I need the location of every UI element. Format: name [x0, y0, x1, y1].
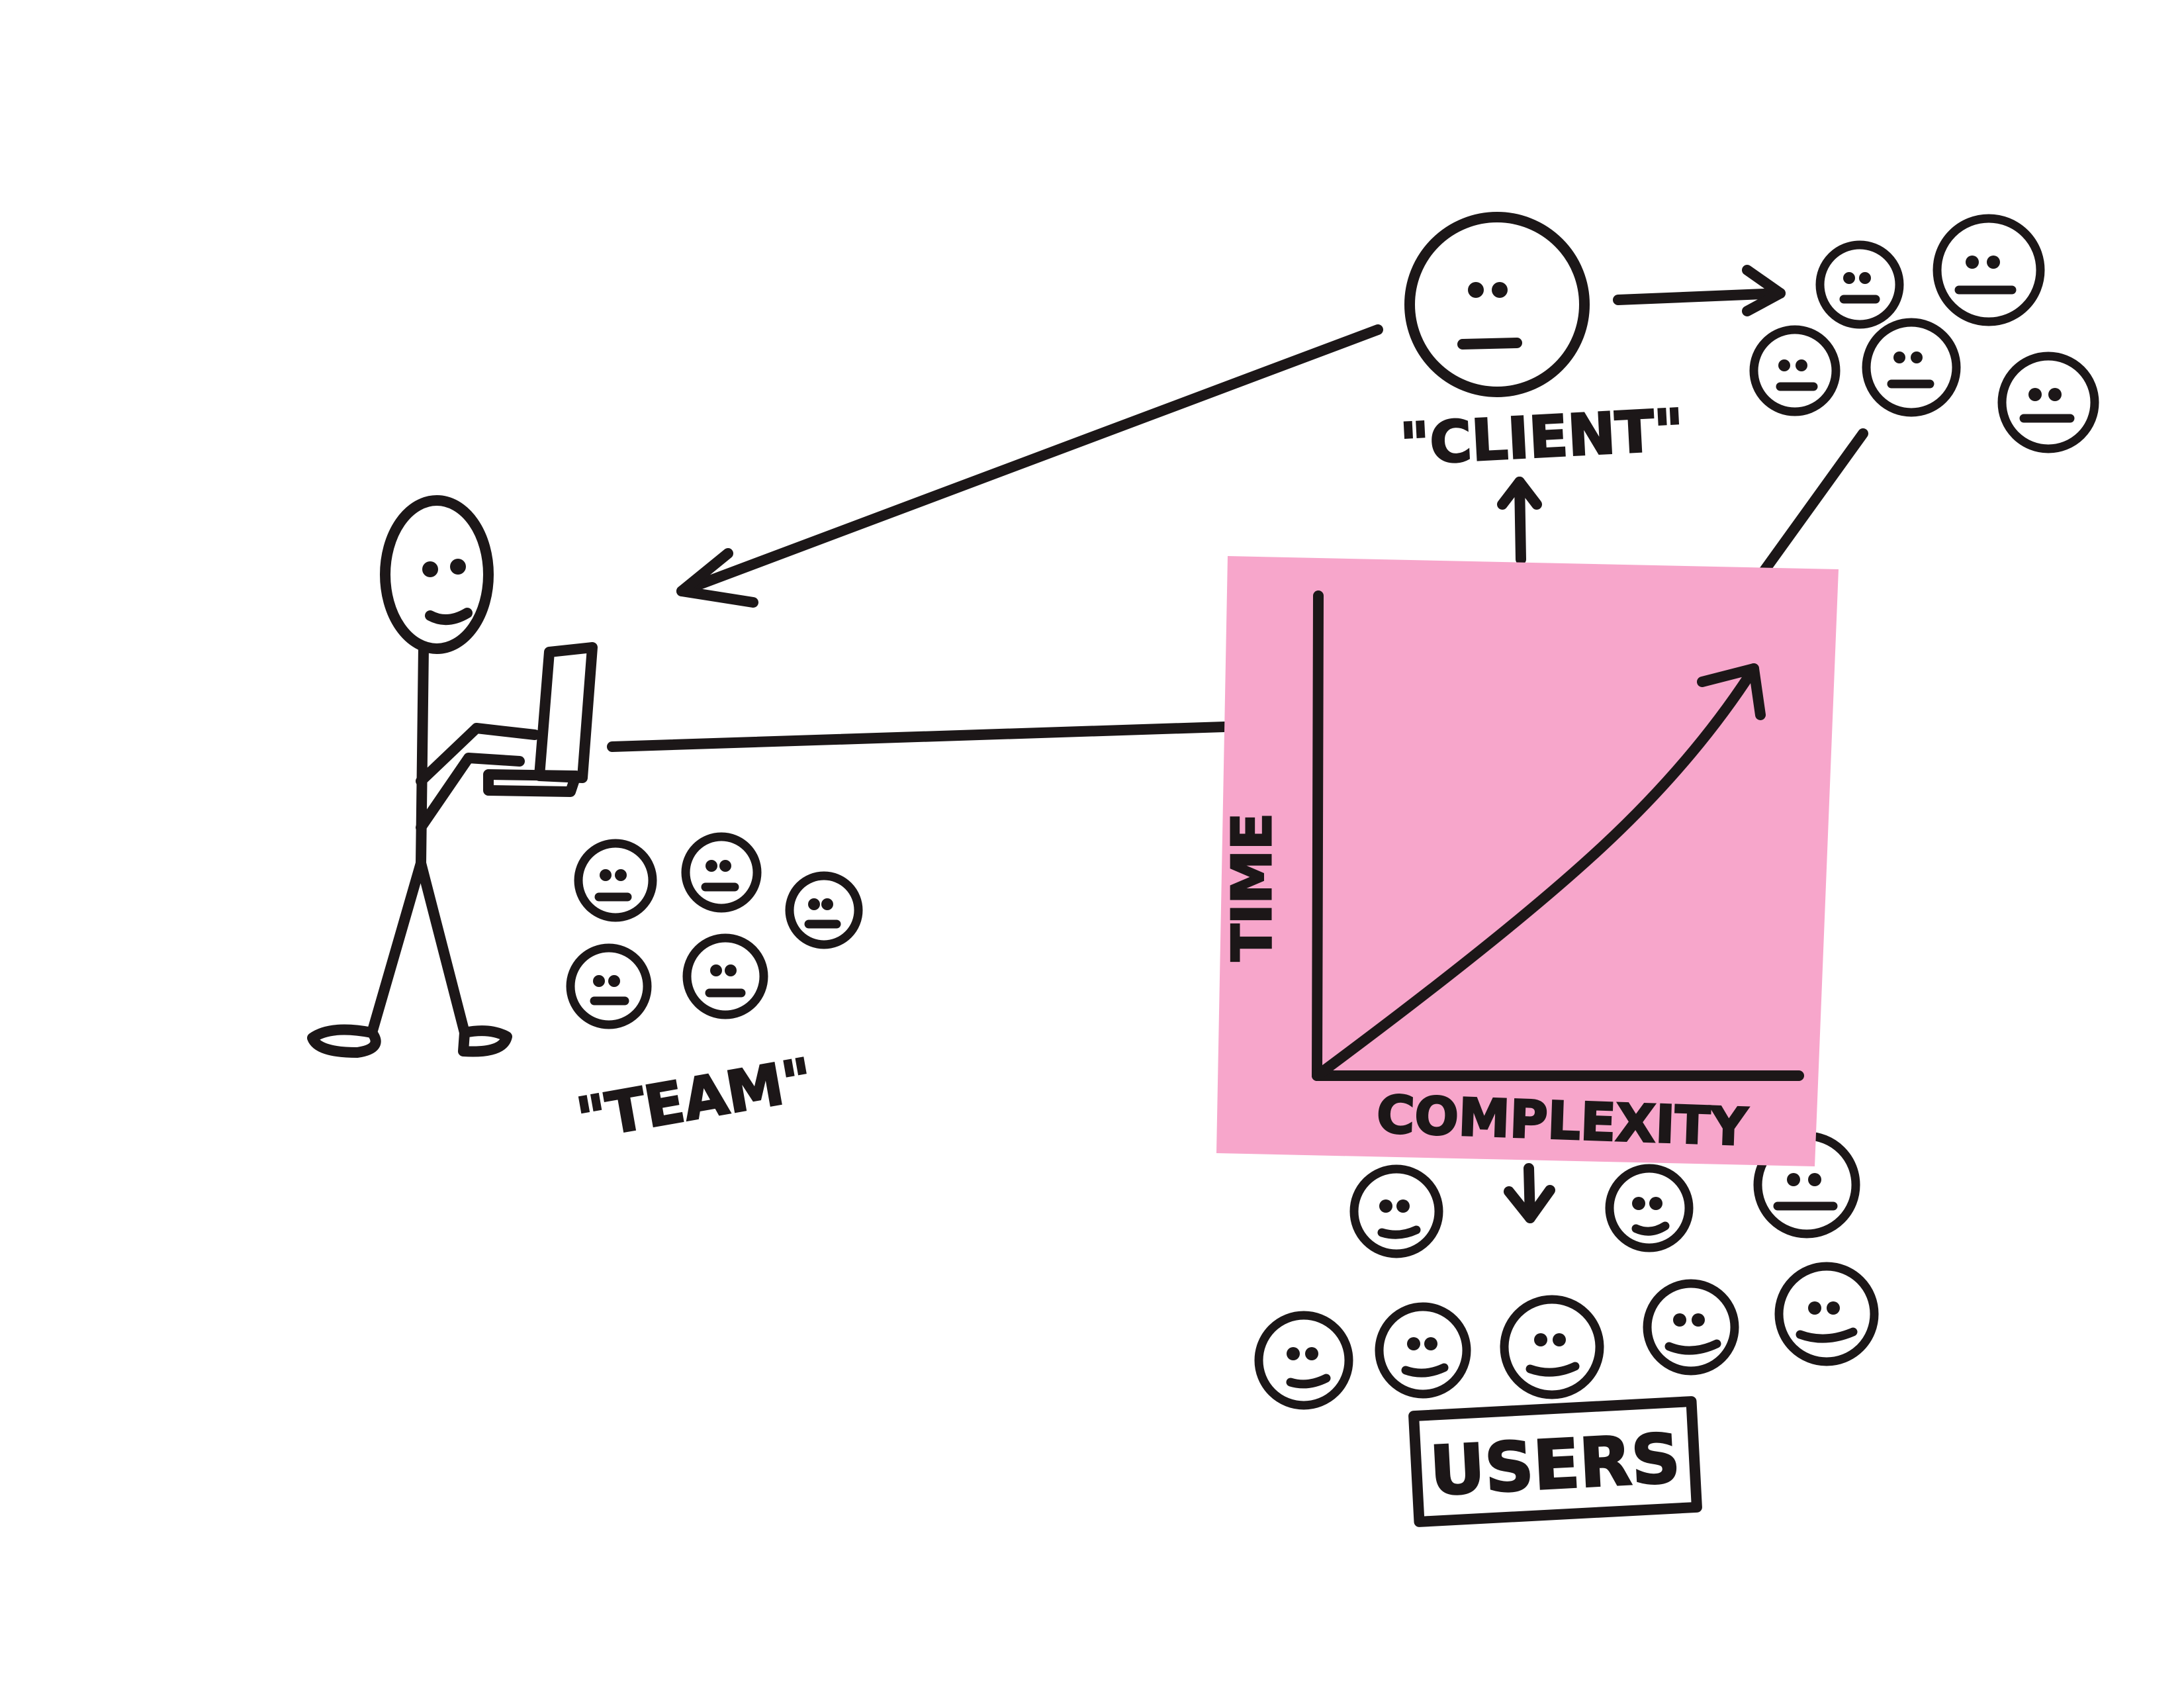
team-to-note-line [607, 722, 1230, 752]
user-face-icon [1500, 1295, 1604, 1399]
users-group: USERS [1254, 1131, 1879, 1527]
audience-face-icon [1933, 214, 2045, 326]
client-face-icon [1404, 212, 1590, 397]
client-audience-group [1749, 214, 2099, 453]
team-face-icon [785, 871, 863, 949]
audience-face-icon [1749, 325, 1841, 416]
team-face-icon [682, 933, 768, 1019]
connectors [607, 265, 1868, 1223]
user-face-icon [1774, 1262, 1879, 1366]
users-label: USERS [1428, 1419, 1682, 1511]
user-face-icon [1254, 1311, 1353, 1410]
sticky-note: TIME COMPLEXITY [1216, 556, 1839, 1166]
y-axis-line [1312, 590, 1324, 1081]
developer-figure [307, 495, 598, 1058]
audience-face-icon [1997, 352, 2099, 453]
team-face-icon [681, 832, 762, 913]
trend-line [1312, 663, 1759, 1081]
up-arrow [1514, 477, 1526, 565]
client-label: "CLIENT" [1398, 397, 1686, 478]
user-face-icon [1349, 1164, 1443, 1258]
x-axis-label: COMPLEXITY [1376, 1085, 1749, 1158]
laptop-icon [483, 642, 598, 797]
user-face-icon [1605, 1164, 1694, 1252]
user-face-icon [1375, 1302, 1471, 1399]
y-axis-label: TIME [1221, 813, 1284, 961]
audience-face-icon [1815, 240, 1904, 329]
sticky-note-background [1216, 556, 1839, 1166]
users-label-box [1408, 1396, 1702, 1527]
client-group: "CLIENT" [1398, 212, 1686, 479]
team-face-icon [574, 839, 657, 922]
client-to-team-arrow [676, 324, 1383, 596]
team-label: "TEAM" [572, 1047, 818, 1153]
team-face-icon [566, 943, 652, 1029]
client-to-audience-arrow [1613, 288, 1786, 305]
team-group: "TEAM" [566, 832, 863, 1154]
audience-to-note-line [1755, 428, 1868, 581]
developer-head-icon [380, 495, 494, 654]
audience-face-icon [1862, 318, 1961, 417]
user-face-icon [1643, 1279, 1739, 1376]
trend-arrowhead-icon [1697, 663, 1766, 720]
